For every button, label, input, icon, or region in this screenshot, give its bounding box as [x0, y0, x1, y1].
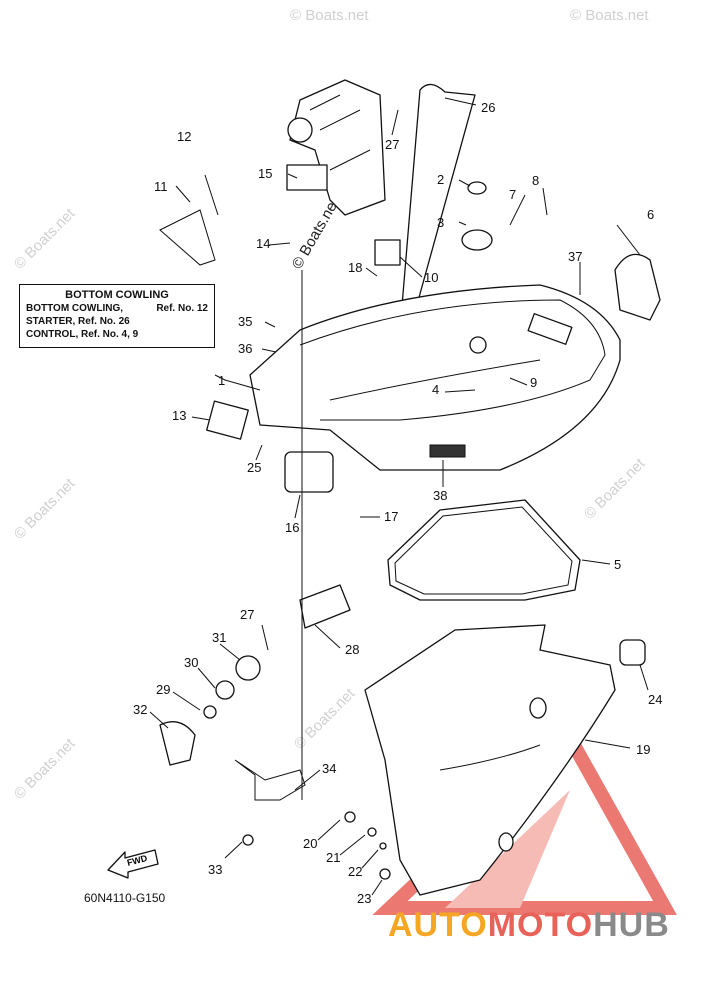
watermark: © Boats.net: [581, 455, 649, 523]
callout-27: 27: [385, 137, 399, 152]
watermark: © Boats.net: [11, 475, 79, 543]
callout-20: 20: [303, 836, 317, 851]
callout-17: 17: [384, 509, 398, 524]
watermark: © Boats.net: [11, 205, 79, 273]
callout-26: 26: [481, 100, 495, 115]
callout-23: 23: [357, 891, 371, 906]
callout-19: 19: [636, 742, 650, 757]
callout-5: 5: [614, 557, 621, 572]
callout-2: 2: [437, 172, 444, 187]
callout-32: 32: [133, 702, 147, 717]
callout-28: 28: [345, 642, 359, 657]
diagram-code: 60N4110-G150: [84, 891, 166, 905]
callout-18: 18: [348, 260, 362, 275]
brand-part-auto: AUTO: [388, 906, 488, 944]
callout-29: 29: [156, 682, 170, 697]
callout-38: 38: [433, 488, 447, 503]
callout-30: 30: [184, 655, 198, 670]
callout-36: 36: [238, 341, 252, 356]
reference-row: CONTROL, Ref. No. 4, 9: [26, 328, 208, 341]
reference-box-title: BOTTOM COWLING: [65, 289, 169, 301]
callouts: 1 2 3 4 5 6 7 8 9 10 11 12 13 14 15 16 1…: [133, 100, 662, 906]
callout-1: 1: [218, 373, 225, 388]
callout-12: 12: [177, 129, 191, 144]
brand-part-hub: HUB: [593, 906, 670, 944]
callout-16: 16: [285, 520, 299, 535]
fwd-arrow: FWD: [107, 849, 159, 879]
callout-4: 4: [432, 382, 439, 397]
callout-25: 25: [247, 460, 261, 475]
brand-logo: AUTOMOTOHUB: [388, 906, 670, 945]
reference-row-left: CONTROL, Ref. No. 4, 9: [26, 329, 139, 340]
starter-tube: [399, 83, 476, 331]
callout-33: 33: [208, 862, 222, 877]
brand-part-moto: MOTO: [487, 906, 594, 944]
callout-9: 9: [530, 375, 537, 390]
watermark: © Boats.net: [570, 7, 649, 24]
callout-37: 37: [568, 249, 582, 264]
callout-34: 34: [322, 761, 336, 776]
callout-8: 8: [532, 173, 539, 188]
reference-row: STARTER, Ref. No. 26: [26, 315, 208, 328]
watermark: © Boats.net: [290, 7, 369, 24]
callout-31: 31: [212, 630, 226, 645]
callout-6: 6: [647, 207, 654, 222]
callout-7: 7: [509, 187, 516, 202]
watermark: © Boats.net: [291, 685, 359, 753]
watermark: © Boats.net: [289, 195, 343, 272]
reference-row-right: Ref. No. 12: [156, 303, 208, 314]
callout-35: 35: [238, 314, 252, 329]
callout-15: 15: [258, 166, 272, 181]
callout-13: 13: [172, 408, 186, 423]
engine-block: [287, 79, 386, 216]
callout-11: 11: [154, 179, 168, 194]
callout-14: 14: [256, 236, 270, 251]
bottom-cowling: [249, 284, 621, 471]
callout-22: 22: [348, 864, 362, 879]
reference-row-left: STARTER, Ref. No. 26: [26, 316, 130, 327]
small-parts: [159, 164, 661, 880]
seal-ring: [387, 499, 581, 601]
callout-24: 24: [648, 692, 662, 707]
callout-10: 10: [424, 270, 438, 285]
callout-27b: 27: [240, 607, 254, 622]
reference-row: BOTTOM COWLING, Ref. No. 12: [26, 302, 208, 315]
callout-21: 21: [326, 850, 340, 865]
watermark: © Boats.net: [11, 735, 79, 803]
leader-lines: [149, 97, 649, 896]
reference-row-left: BOTTOM COWLING,: [26, 303, 124, 314]
reference-box: BOTTOM COWLING BOTTOM COWLING, Ref. No. …: [19, 284, 215, 348]
callout-3: 3: [437, 215, 444, 230]
